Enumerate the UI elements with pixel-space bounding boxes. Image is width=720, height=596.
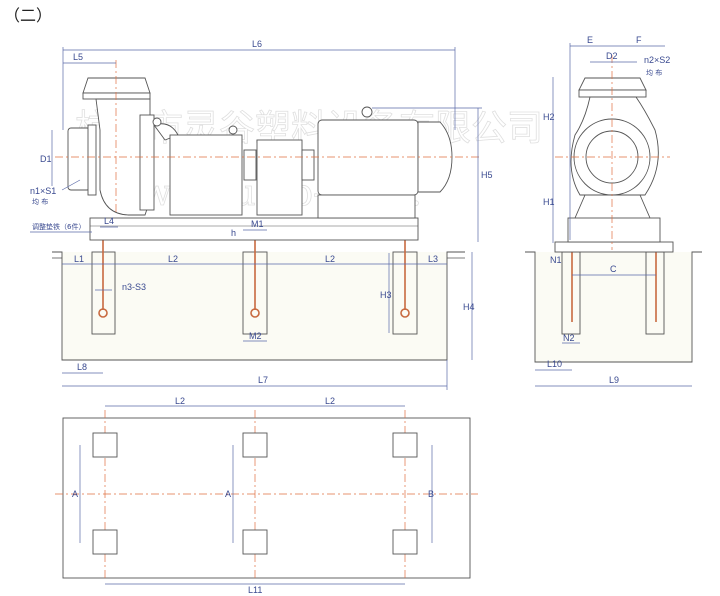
note-n2-S2: n2×S2: [644, 55, 670, 65]
plan-dim-A-mid: A: [225, 489, 231, 499]
dim-H4: H4: [463, 302, 475, 312]
dim-L4: L4: [104, 216, 114, 226]
dim-E: E: [587, 35, 593, 45]
dim-L6: L6: [252, 39, 262, 49]
dim-L3: L3: [428, 254, 438, 264]
note-uniform-2: 均 布: [646, 68, 662, 77]
dim-L7: L7: [258, 375, 268, 385]
side-view: L6 L5 D1 n1×S1 均 布 调整垫铁（6件） L4 h M1 H5 L…: [30, 39, 493, 390]
dim-L2-left: L2: [168, 254, 178, 264]
section-title: （二）: [4, 6, 53, 25]
dim-D2: D2: [606, 51, 618, 61]
dim-M2: M2: [249, 331, 262, 341]
dim-L2-right: L2: [325, 254, 335, 264]
dim-D1: D1: [40, 154, 52, 164]
note-uniform-1: 均 布: [32, 197, 48, 206]
dim-L5: L5: [73, 52, 83, 62]
dim-M1: M1: [251, 219, 264, 229]
plan-view: L2 L2 A A B L11: [55, 396, 478, 595]
dim-H5: H5: [481, 170, 493, 180]
lifting-eye: [152, 117, 162, 127]
plan-dim-L11: L11: [248, 585, 262, 595]
dim-L8: L8: [77, 362, 87, 372]
dim-L10: L10: [547, 359, 562, 369]
dim-N1: N1: [550, 255, 562, 265]
plan-dim-B: B: [428, 489, 434, 499]
anchor-pockets: [91, 240, 418, 335]
motor: [317, 106, 453, 219]
note-n1-S1: n1×S1: [30, 186, 56, 196]
dim-L9: L9: [609, 375, 619, 385]
dim-H2: H2: [543, 112, 555, 122]
lifting-eye: [228, 125, 238, 135]
dim-C: C: [610, 264, 617, 274]
dim-H3: H3: [380, 290, 392, 300]
note-shims: 调整垫铁（6件）: [32, 222, 85, 231]
plan-dim-A-left: A: [72, 489, 78, 499]
plan-dim-L2-left: L2: [175, 396, 185, 406]
dim-H1: H1: [543, 197, 555, 207]
dim-h: h: [231, 228, 236, 238]
dim-F: F: [636, 35, 642, 45]
note-n3-S3: n3-S3: [122, 282, 146, 292]
baseplate: [89, 217, 419, 241]
coupling-guard: [256, 139, 303, 216]
end-view: E F D2 n2×S2 均 布 H2 H1 N1 C N2 L10 L9: [525, 35, 702, 387]
dim-L1: L1: [74, 254, 84, 264]
plan-dim-L2-right: L2: [325, 396, 335, 406]
dim-N2: N2: [563, 333, 575, 343]
anchor-pads: [92, 432, 418, 555]
bearing-frame: [169, 134, 243, 216]
